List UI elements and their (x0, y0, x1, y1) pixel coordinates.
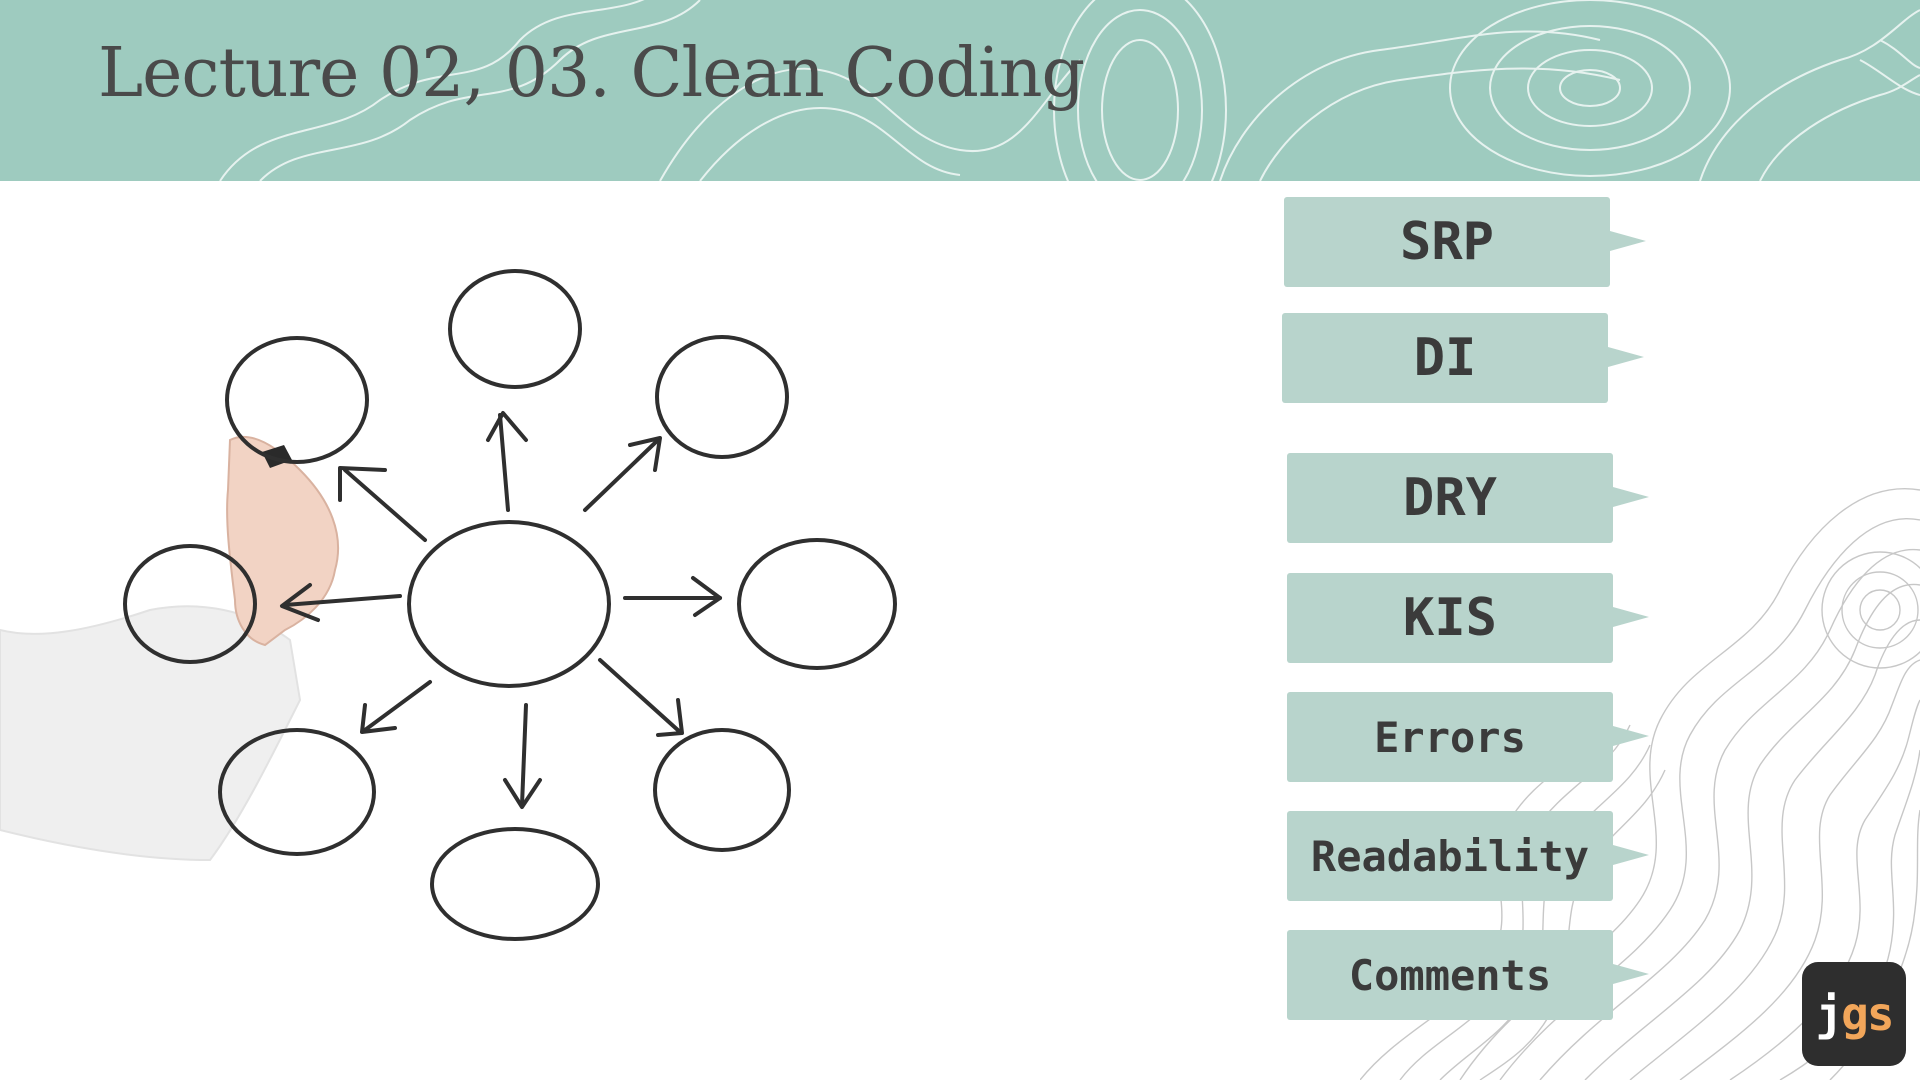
arrow-up-right (583, 438, 660, 512)
arrow-up (498, 413, 510, 512)
arrowhead-down (503, 778, 542, 809)
arrowhead-up (486, 411, 528, 442)
arrowhead-down-left (360, 703, 397, 734)
center-node (407, 520, 611, 688)
arrow-up-left (343, 468, 427, 542)
header-banner: Lecture 02, 03. Clean Coding (0, 0, 1920, 181)
topic-tag-readability: Readability (1287, 811, 1649, 901)
topic-tag-di: DI (1282, 313, 1644, 403)
arrowhead-up-right (628, 436, 662, 472)
node-bottom-left (218, 728, 376, 856)
node-bottom-right (653, 728, 791, 852)
arrowhead-left (280, 583, 320, 622)
node-top-right (655, 335, 789, 459)
logo-letter-j: j (1815, 987, 1843, 1041)
node-top-left (225, 336, 369, 464)
arrowhead-up-left (338, 466, 387, 502)
logo-letters-gs: gs (1841, 987, 1894, 1041)
arrowhead-right (691, 576, 722, 617)
topographic-pattern-header (219, 0, 1920, 181)
slide-title: Lecture 02, 03. Clean Coding (98, 34, 1085, 113)
arrow-down-right (598, 658, 682, 734)
node-bottom (430, 827, 600, 941)
topic-tag-comments: Comments (1287, 930, 1649, 1020)
node-top (448, 269, 582, 389)
sleeve-shape (0, 605, 302, 862)
arrow-down-left (363, 680, 432, 732)
arrow-left (283, 594, 402, 607)
node-left (123, 544, 257, 664)
hand-shape (226, 435, 340, 647)
node-right (737, 538, 897, 670)
mind-map-illustration (0, 269, 897, 941)
arrowhead-down-right (656, 698, 684, 737)
topic-tag-kis: KIS (1287, 573, 1649, 663)
topic-tag-errors: Errors (1287, 692, 1649, 782)
topic-tag-srp: SRP (1284, 197, 1646, 287)
arrow-down (520, 703, 528, 807)
topic-tag-dry: DRY (1287, 453, 1649, 543)
